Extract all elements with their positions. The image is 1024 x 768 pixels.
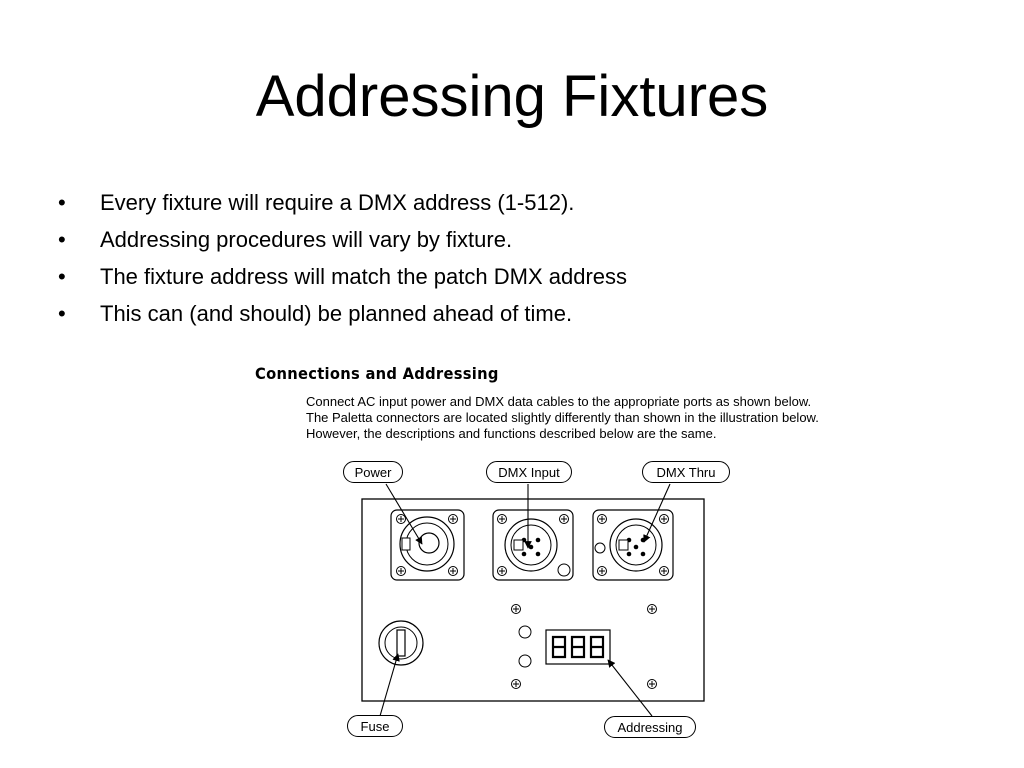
bullet-dot: • xyxy=(58,264,66,289)
callout-dmx-input: DMX Input xyxy=(486,461,572,483)
slide-title: Addressing Fixtures xyxy=(255,64,769,129)
description-line: Connect AC input power and DMX data cabl… xyxy=(306,394,812,409)
callout-fuse: Fuse xyxy=(347,715,403,737)
figure-description: Connect AC input power and DMX data cabl… xyxy=(306,394,819,442)
bullet-dot: • xyxy=(58,190,66,215)
dmx-input-connector xyxy=(492,509,574,581)
description-line: The Paletta connectors are located sligh… xyxy=(306,410,819,425)
bullet-text: Addressing procedures will vary by fixtu… xyxy=(100,227,513,252)
description-line: However, the descriptions and functions … xyxy=(306,426,717,441)
dmx-thru-connector xyxy=(592,509,674,581)
fixture-panel-illustration xyxy=(361,483,705,717)
bullet-text: The fixture address will match the patch… xyxy=(100,264,628,289)
bullet-text: Every fixture will require a DMX address… xyxy=(100,190,575,215)
figure-heading: Connections and Addressing xyxy=(255,364,499,383)
bullet-item: • Every fixture will require a DMX addres… xyxy=(58,184,627,221)
bullet-item: • This can (and should) be planned ahead … xyxy=(58,295,627,332)
power-connector xyxy=(390,509,465,581)
callout-addressing: Addressing xyxy=(604,716,696,738)
callout-power: Power xyxy=(343,461,403,483)
fuse-holder xyxy=(378,620,424,666)
bullet-text: This can (and should) be planned ahead o… xyxy=(100,301,573,326)
addressing-display xyxy=(511,604,657,689)
callout-dmx-thru: DMX Thru xyxy=(642,461,730,483)
bullet-list: • Every fixture will require a DMX addres… xyxy=(58,184,627,332)
bullet-dot: • xyxy=(58,227,66,252)
connections-figure: Connections and Addressing Connect AC in… xyxy=(250,358,890,758)
bullet-dot: • xyxy=(58,301,66,326)
bullet-item: • The fixture address will match the patc… xyxy=(58,258,627,295)
bullet-item: • Addressing procedures will vary by fixt… xyxy=(58,221,627,258)
